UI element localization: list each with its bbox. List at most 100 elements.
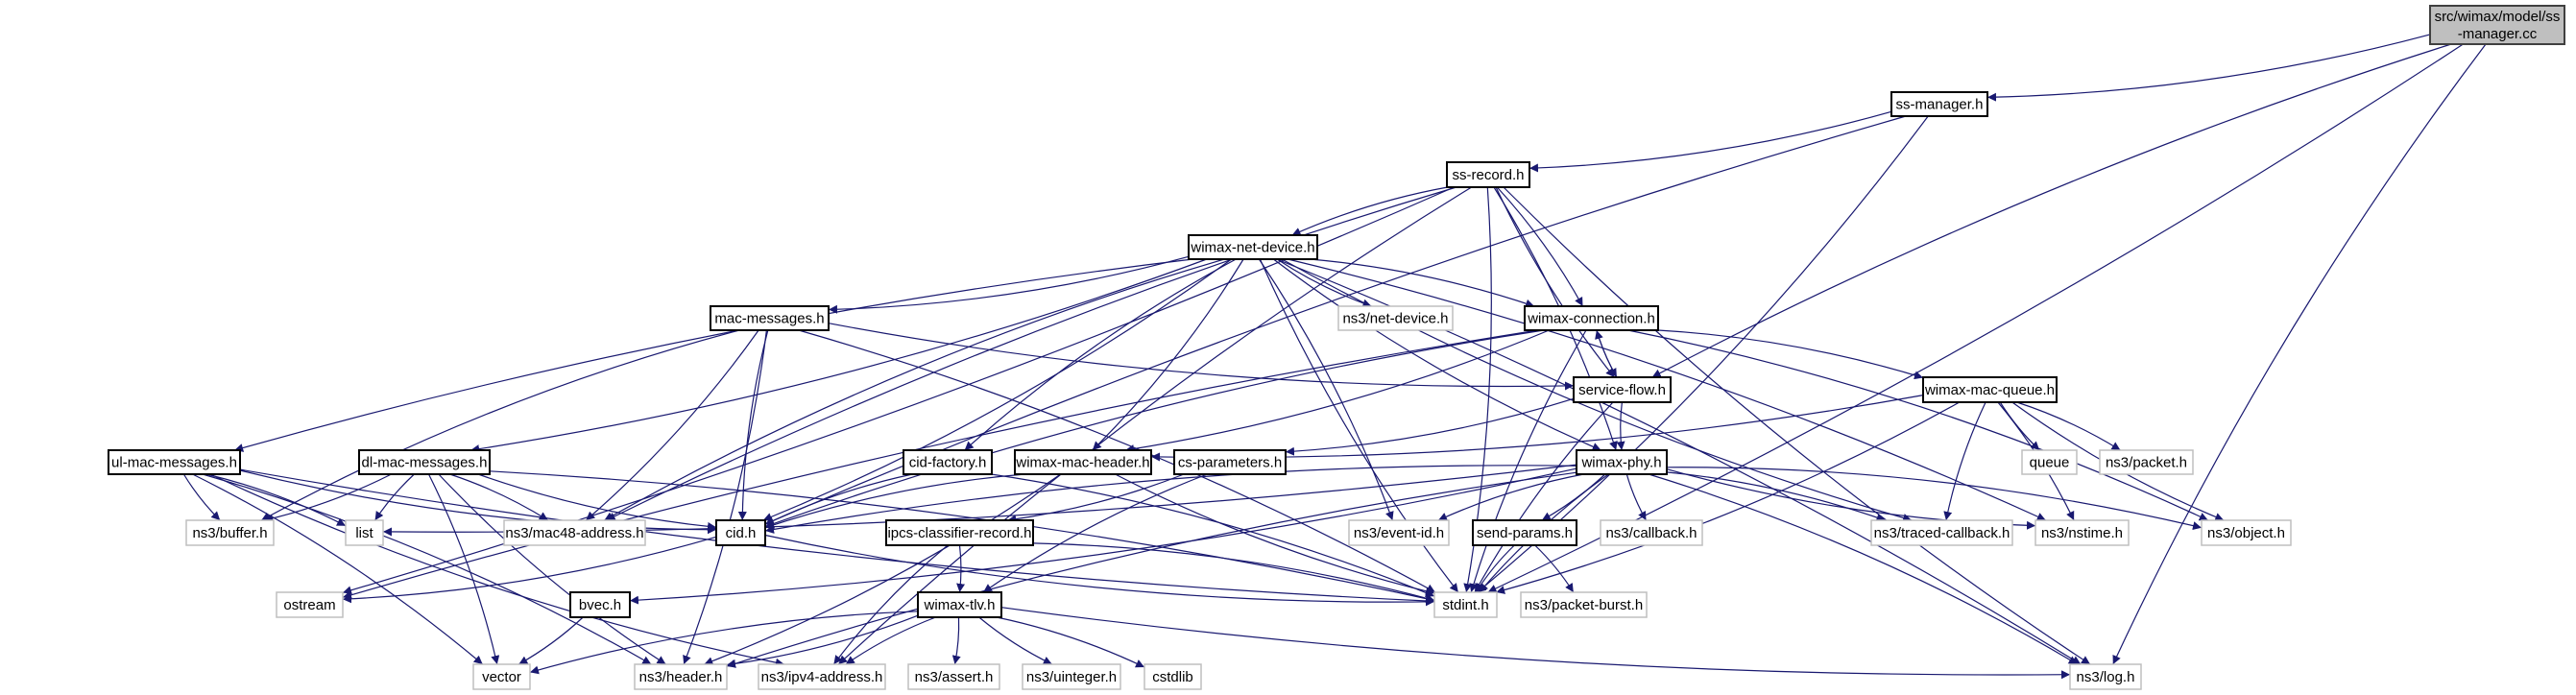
node-event-id-h[interactable]: ns3/event-id.h bbox=[1348, 519, 1450, 546]
edge-wimax-phy-h-to-nstime-h bbox=[1666, 468, 2036, 530]
node-bvec-h[interactable]: bvec.h bbox=[569, 591, 631, 618]
node-header-h[interactable]: ns3/header.h bbox=[634, 663, 728, 690]
edge-wimax-tlv-h-to-log-h bbox=[1000, 607, 2071, 680]
node-ul-mac-messages-h[interactable]: ul-mac-messages.h bbox=[108, 449, 241, 475]
node-box bbox=[1144, 663, 1202, 690]
edge-wimax-mac-queue-h-to-traced-callback-h bbox=[1943, 401, 1986, 521]
node-wimax-net-device-h[interactable]: wimax-net-device.h bbox=[1188, 234, 1318, 260]
node-wimax-mac-header-h[interactable]: wimax-mac-header.h bbox=[1014, 449, 1152, 475]
node-uinteger-h[interactable]: ns3/uinteger.h bbox=[1022, 663, 1121, 690]
node-log-h[interactable]: ns3/log.h bbox=[2069, 663, 2142, 690]
edge-wimax-phy-h-to-header-h bbox=[726, 471, 1577, 668]
edge-wimax-phy-h-to-event-id-h bbox=[1437, 473, 1584, 521]
node-cid-factory-h[interactable]: cid-factory.h bbox=[903, 449, 993, 475]
edge-ss-record-h-to-wimax-net-device-h bbox=[1291, 186, 1448, 236]
node-label: stdint.h bbox=[1442, 597, 1488, 613]
node-label: ul-mac-messages.h bbox=[111, 455, 237, 471]
node-vector[interactable]: vector bbox=[472, 663, 531, 690]
node-wimax-tlv-h[interactable]: wimax-tlv.h bbox=[917, 591, 1002, 618]
edge-cid-factory-h-to-cid-h bbox=[764, 473, 913, 525]
node-label: ss-manager.h bbox=[1896, 97, 1984, 113]
edge-ul-mac-messages-h-to-cid-h bbox=[239, 469, 717, 535]
edge-send-params-h-to-stdint-h bbox=[1475, 544, 1515, 593]
node-box bbox=[1573, 376, 1672, 403]
node-queue[interactable]: queue bbox=[2021, 449, 2078, 475]
node-mac-messages-h[interactable]: mac-messages.h bbox=[710, 305, 830, 331]
node-ss-record-h[interactable]: ss-record.h bbox=[1446, 161, 1530, 188]
node-buffer-h[interactable]: ns3/buffer.h bbox=[185, 519, 275, 546]
edge-wimax-connection-h-to-stdint-h bbox=[1469, 329, 1587, 593]
node-box bbox=[1348, 519, 1450, 546]
node-label: list bbox=[355, 525, 373, 541]
node-label: cs-parameters.h bbox=[1178, 455, 1282, 471]
edge-dl-mac-messages-h-to-stdint-h bbox=[489, 470, 1435, 603]
node-wimax-mac-queue-h[interactable]: wimax-mac-queue.h bbox=[1922, 376, 2058, 403]
node-box bbox=[503, 519, 646, 546]
node-box bbox=[569, 591, 631, 618]
node-box bbox=[710, 305, 830, 331]
edge-wimax-mac-queue-h-to-stdint-h bbox=[1496, 401, 1961, 594]
node-ipv4-address-h[interactable]: ns3/ipv4-address.h bbox=[758, 663, 886, 690]
node-label: wimax-phy.h bbox=[1580, 455, 1661, 471]
edge-wimax-net-device-h-to-mac48-address-h bbox=[604, 258, 1225, 521]
node-label: ns3/callback.h bbox=[1605, 525, 1697, 541]
node-cid-h[interactable]: cid.h bbox=[715, 519, 766, 546]
edge-cs-parameters-h-to-wimax-tlv-h bbox=[982, 473, 1208, 593]
edge-dl-mac-messages-h-to-list bbox=[374, 473, 415, 521]
edge-root-to-service-flow-h bbox=[1651, 43, 2452, 378]
node-ostream[interactable]: ostream bbox=[276, 591, 344, 618]
node-nstime-h[interactable]: ns3/nstime.h bbox=[2034, 519, 2130, 546]
node-box bbox=[2429, 5, 2565, 45]
node-label: ns3/packet.h bbox=[2106, 455, 2187, 471]
node-box bbox=[715, 519, 766, 546]
edge-wimax-phy-h-to-log-h bbox=[1649, 473, 2079, 665]
node-wimax-connection-h[interactable]: wimax-connection.h bbox=[1524, 305, 1659, 331]
edge-ul-mac-messages-h-to-list bbox=[206, 473, 347, 527]
node-callback-h[interactable]: ns3/callback.h bbox=[1600, 519, 1703, 546]
node-cstdlib[interactable]: cstdlib bbox=[1144, 663, 1202, 690]
node-service-flow-h[interactable]: service-flow.h bbox=[1573, 376, 1672, 403]
node-box bbox=[885, 519, 1034, 546]
edge-ipcs-classifier-record-h-to-stdint-h bbox=[1032, 542, 1435, 603]
node-label: ns3/net-device.h bbox=[1342, 311, 1448, 327]
edge-mac-messages-h-to-cid-h bbox=[737, 329, 769, 521]
node-label: -manager.cc bbox=[2458, 26, 2538, 42]
edge-wimax-mac-queue-h-to-queue bbox=[1999, 401, 2040, 451]
edge-mac-messages-h-to-service-flow-h bbox=[828, 323, 1575, 391]
node-packet-burst-h[interactable]: ns3/packet-burst.h bbox=[1520, 591, 1648, 618]
node-traced-callback-h[interactable]: ns3/traced-callback.h bbox=[1870, 519, 2013, 546]
node-root[interactable]: src/wimax/model/ss-manager.cc bbox=[2429, 5, 2565, 45]
node-packet-h[interactable]: ns3/packet.h bbox=[2099, 449, 2194, 475]
node-wimax-phy-h[interactable]: wimax-phy.h bbox=[1576, 449, 1668, 475]
node-box bbox=[907, 663, 1000, 690]
edge-wimax-net-device-h-to-stdint-h bbox=[1259, 258, 1459, 593]
node-object-h[interactable]: ns3/object.h bbox=[2201, 519, 2292, 546]
node-dl-mac-messages-h[interactable]: dl-mac-messages.h bbox=[358, 449, 491, 475]
node-box bbox=[2034, 519, 2130, 546]
node-ss-manager-h[interactable]: ss-manager.h bbox=[1890, 91, 1988, 117]
edge-dl-mac-messages-h-to-buffer-h bbox=[264, 473, 392, 523]
node-list[interactable]: list bbox=[345, 519, 384, 546]
edge-wimax-net-device-h-to-wimax-phy-h bbox=[1273, 258, 1601, 451]
edge-wimax-phy-h-to-bvec-h bbox=[629, 467, 1577, 605]
node-assert-h[interactable]: ns3/assert.h bbox=[907, 663, 1000, 690]
node-label: ns3/log.h bbox=[2077, 669, 2135, 685]
edge-wimax-net-device-h-to-dl-mac-messages-h bbox=[470, 258, 1208, 454]
node-label: ns3/nstime.h bbox=[2041, 525, 2123, 541]
node-label: wimax-mac-queue.h bbox=[1924, 382, 2055, 398]
node-box bbox=[1922, 376, 2058, 403]
node-label: queue bbox=[2030, 455, 2070, 471]
node-label: ipcs-classifier-record.h bbox=[887, 525, 1031, 541]
edge-dl-mac-messages-h-to-cid-h bbox=[477, 473, 717, 531]
edge-wimax-mac-header-h-to-stdint-h bbox=[1115, 473, 1435, 596]
node-mac48-address-h[interactable]: ns3/mac48-address.h bbox=[503, 519, 646, 546]
node-send-params-h[interactable]: send-params.h bbox=[1472, 519, 1577, 546]
edge-wimax-connection-h-to-cid-h bbox=[764, 329, 1544, 528]
node-box bbox=[1022, 663, 1121, 690]
node-cs-parameters-h[interactable]: cs-parameters.h bbox=[1173, 449, 1287, 475]
node-net-device-h[interactable]: ns3/net-device.h bbox=[1337, 305, 1454, 331]
node-box bbox=[1600, 519, 1703, 546]
node-stdint-h[interactable]: stdint.h bbox=[1433, 591, 1498, 618]
edge-cs-parameters-h-to-ipcs-classifier-record-h bbox=[1007, 473, 1185, 524]
node-ipcs-classifier-record-h[interactable]: ipcs-classifier-record.h bbox=[885, 519, 1034, 546]
